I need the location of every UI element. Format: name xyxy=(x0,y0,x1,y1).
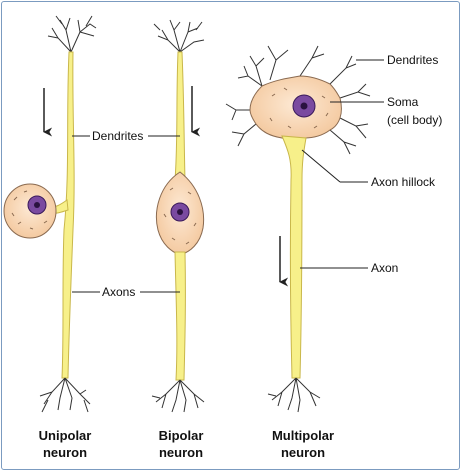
bipolar-axon xyxy=(174,251,186,381)
label-soma-sub: (cell body) xyxy=(387,113,442,127)
caption-bipolar-line1: Bipolar xyxy=(159,428,204,443)
multipolar-axon xyxy=(281,135,307,379)
caption-unipolar-line1: Unipolar xyxy=(39,428,92,443)
label-axon-hillock: Axon hillock xyxy=(371,175,436,189)
unipolar-axon xyxy=(61,51,75,379)
bipolar-granules xyxy=(163,187,197,245)
unipolar-dendrites xyxy=(47,15,97,53)
leader-axon-hillock-a xyxy=(301,149,341,183)
multipolar-granules xyxy=(269,87,329,129)
unipolar-terminals xyxy=(39,377,91,413)
multipolar-neuron xyxy=(225,45,371,413)
unipolar-granules xyxy=(11,190,48,230)
label-dendrites-right: Dendrites xyxy=(387,53,438,67)
bipolar-dendrites xyxy=(153,19,205,53)
label-axons: Axons xyxy=(102,285,135,299)
unipolar-neuron xyxy=(3,15,97,413)
label-dendrites-left: Dendrites xyxy=(92,129,143,143)
leader-lines xyxy=(72,59,384,293)
multipolar-nucleolus xyxy=(300,102,308,110)
caption-bipolar-line2: neuron xyxy=(159,445,203,460)
bipolar-terminals xyxy=(151,379,205,413)
label-soma: Soma xyxy=(387,95,419,109)
caption-unipolar-line2: neuron xyxy=(43,445,87,460)
unipolar-nucleolus xyxy=(34,202,40,208)
bipolar-upper-process xyxy=(174,51,186,181)
caption-multipolar-line1: Multipolar xyxy=(272,428,334,443)
bipolar-nucleolus xyxy=(177,209,183,215)
label-axon: Axon xyxy=(371,261,398,275)
multipolar-terminals xyxy=(267,377,321,413)
bipolar-neuron xyxy=(151,19,205,413)
multipolar-dendrites xyxy=(225,45,371,155)
caption-multipolar-line2: neuron xyxy=(281,445,325,460)
